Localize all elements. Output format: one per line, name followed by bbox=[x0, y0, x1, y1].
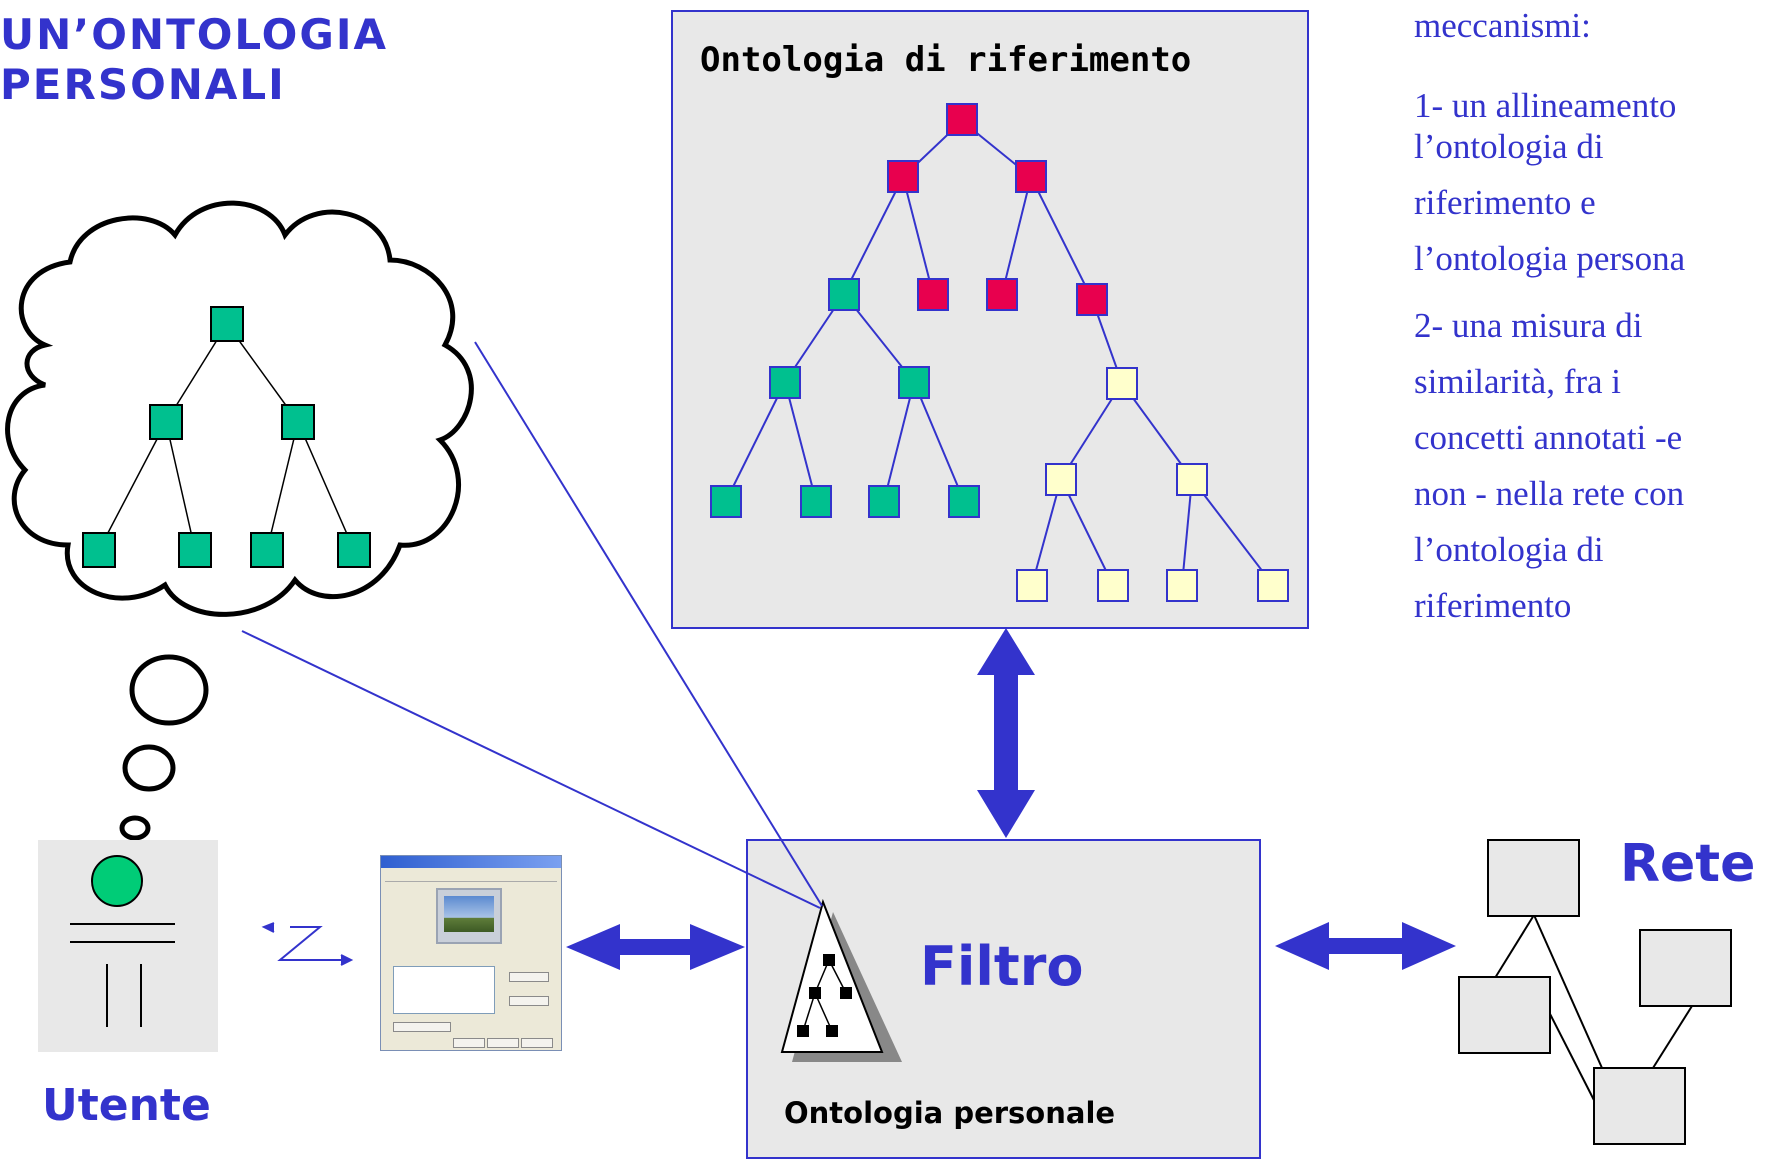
ref-node-l1-left bbox=[887, 160, 919, 193]
ref-node-l3-teal-a bbox=[769, 366, 801, 399]
dialog-button bbox=[521, 1038, 553, 1048]
reference-filter-double-arrow bbox=[977, 628, 1035, 838]
dialog-button bbox=[487, 1038, 519, 1048]
ref-node-l4-cream-a bbox=[1045, 463, 1077, 496]
reference-ontology-title: Ontologia di riferimento bbox=[700, 40, 1192, 80]
monitor-icon bbox=[436, 888, 502, 944]
ref-node-l5-cream-b bbox=[1097, 569, 1129, 602]
ref-node-root bbox=[946, 103, 978, 136]
dialog-listbox bbox=[393, 966, 495, 1014]
filter-network-double-arrow bbox=[1275, 922, 1456, 970]
network-node-bottom bbox=[1593, 1067, 1686, 1145]
settings-dialog-thumbnail bbox=[380, 855, 562, 1051]
ref-node-l4-teal-a bbox=[710, 485, 742, 518]
dialog-titlebar bbox=[381, 856, 561, 868]
ontology-triangle-icon bbox=[780, 898, 902, 1062]
explanation-line: non - nella rete con bbox=[1414, 474, 1685, 513]
explanation-line: l’ontologia di bbox=[1414, 127, 1604, 166]
explanation-line: similarità, fra i bbox=[1414, 362, 1622, 401]
ref-node-l2-crimson-a bbox=[917, 278, 949, 311]
user-figure bbox=[38, 840, 218, 1052]
ref-node-l2-crimson-c bbox=[1076, 283, 1108, 316]
dialog-button bbox=[509, 996, 549, 1006]
explanation-line: riferimento e bbox=[1414, 183, 1596, 222]
explanation-line: 1- un allineamento bbox=[1414, 86, 1677, 125]
dialog-button bbox=[453, 1038, 485, 1048]
ref-node-l1-right bbox=[1015, 160, 1047, 193]
explanation-line: concetti annotati -e bbox=[1414, 418, 1683, 457]
filter-title: Filtro bbox=[920, 935, 1084, 998]
explanation-line: l’ontologia persona bbox=[1414, 239, 1686, 278]
ref-node-l4-teal-b bbox=[800, 485, 832, 518]
dialog-filter-double-arrow bbox=[566, 924, 745, 970]
personal-ontology-label: Ontologia personale bbox=[784, 1096, 1116, 1130]
ref-node-l4-cream-b bbox=[1176, 463, 1208, 496]
ref-node-l3-cream bbox=[1106, 367, 1138, 400]
ref-node-l4-teal-c bbox=[868, 485, 900, 518]
explanation-line: 2- una misura di bbox=[1414, 306, 1643, 345]
network-diagram bbox=[1458, 839, 1732, 1145]
user-label: Utente bbox=[42, 1080, 211, 1131]
ref-node-l2-teal bbox=[828, 278, 860, 311]
reference-ontology-box bbox=[671, 10, 1309, 629]
explanation-line: riferimento bbox=[1414, 586, 1572, 625]
reference-tree-nodes bbox=[710, 103, 1289, 602]
ref-node-l5-cream-a bbox=[1016, 569, 1048, 602]
network-label: Rete bbox=[1620, 834, 1756, 894]
network-node-right bbox=[1639, 929, 1732, 1007]
dialog-button bbox=[509, 972, 549, 982]
ref-node-l2-crimson-b bbox=[986, 278, 1018, 311]
network-node-left bbox=[1458, 976, 1551, 1054]
dialog-button bbox=[393, 1022, 451, 1032]
network-node-top bbox=[1487, 839, 1580, 917]
thought-cloud bbox=[5, 200, 474, 617]
explanation-line: meccanismi: bbox=[1414, 6, 1591, 45]
dialog-tabs bbox=[385, 871, 557, 882]
ref-node-l5-cream-c bbox=[1166, 569, 1198, 602]
ref-node-l4-teal-d bbox=[948, 485, 980, 518]
ref-node-l3-teal-b bbox=[898, 366, 930, 399]
page-title: UN’ONTOLOGIA PERSONALI bbox=[0, 10, 388, 110]
thought-bubbles bbox=[119, 654, 209, 841]
page-title-line-1: UN’ONTOLOGIA bbox=[0, 10, 388, 59]
personal-tree-nodes bbox=[82, 306, 371, 568]
explanation-line: l’ontologia di bbox=[1414, 530, 1604, 569]
cloud-to-filter-lines bbox=[241, 341, 823, 909]
ref-node-l5-cream-d bbox=[1257, 569, 1289, 602]
exchange-zigzag-icon bbox=[261, 922, 354, 966]
page-title-line-2: PERSONALI bbox=[0, 60, 286, 109]
